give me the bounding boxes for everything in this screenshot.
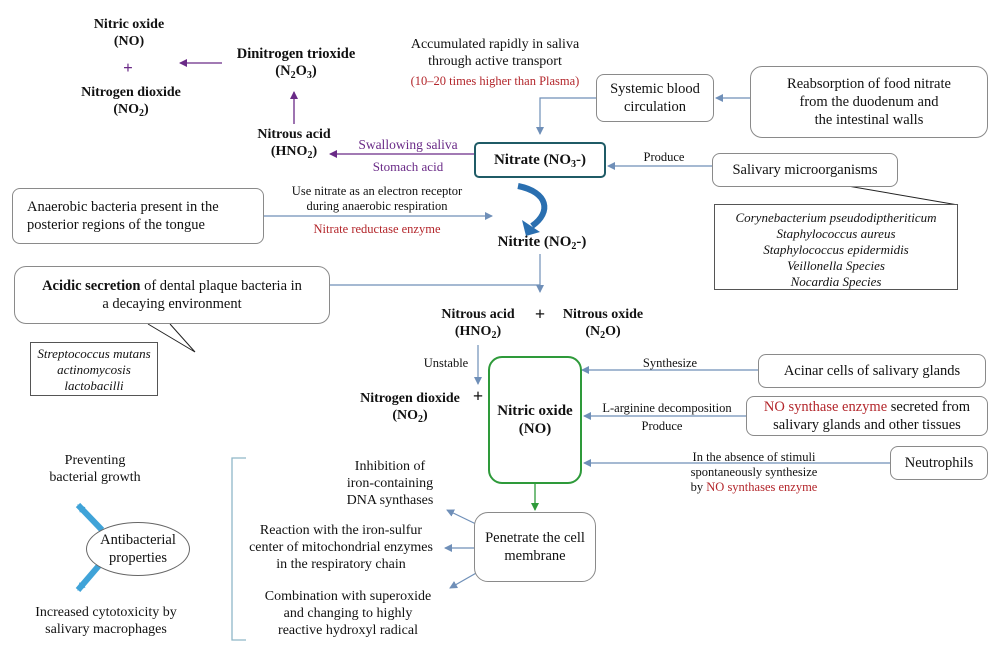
swallowing-saliva: Swallowing saliva [358,137,458,152]
acidic-secretion-box: Acidic secretion of dental plaque bacter… [14,266,330,324]
accumulated-note: (10–20 times higher than Plasma) [410,74,580,88]
l-arginine-label: L-arginine decomposition [602,401,732,415]
neutrophils-box: Neutrophils [890,446,988,480]
micro-callout-tail [841,184,959,206]
cyan-arrow-up [75,502,105,533]
nitrite-label: Nitrite (NO2-) [497,234,587,252]
curved-arrow-nitrate-to-nitrite [517,183,548,229]
species-item: Veillonella Species [787,258,885,273]
arrow-to-combination [449,571,479,589]
salivary-microorganisms-box: Salivary microorganisms [712,153,898,187]
effects-bracket [231,457,246,641]
species-item: Staphylococcus aureus [776,226,896,241]
synthesize-label: Synthesize [642,356,698,370]
unstable-label: Unstable [423,356,469,370]
species-item: Corynebacterium pseudodiptheriticum [735,210,937,225]
species-item: Staphylococcus epidermidis [763,242,909,257]
plaque-species-list: Streptococcus mutans actinomycosis lacto… [30,342,158,396]
plus-left: + [472,386,484,406]
acinar-cells-box: Acinar cells of salivary glands [758,354,986,388]
nitrate-box: Nitrate (NO3-) [474,142,606,178]
arrow-to-inhibition [446,509,479,526]
species-item: Nocardia Species [790,274,882,289]
plus-mid: + [534,304,546,324]
micro-species-list: Corynebacterium pseudodiptheriticum Stap… [714,204,958,290]
curved-arrowhead [522,220,540,236]
species-item: lactobacilli [64,378,124,393]
top-nitrogen-dioxide: Nitrogen dioxide(NO2) [81,85,181,119]
produce-label-top: Produce [643,150,685,164]
species-item: actinomycosis [57,362,131,377]
nitrous-acid-mid: Nitrous acid(HNO2) [441,307,515,341]
arrow-systemic-to-nitrate [536,97,596,135]
nitrous-acid-top: Nitrous acid(HNO2) [257,127,331,161]
nitrous-oxide: Nitrous oxide(N2O) [562,307,644,341]
dinitrogen-trioxide: Dinitrogen trioxide(N2O3) [236,46,356,81]
produce-label-mid: Produce [641,419,683,433]
nitrate-reductase: Nitrate reductase enzyme [313,222,441,236]
stomach-acid: Stomach acid [372,159,444,174]
nitrogen-dioxide-mid: Nitrogen dioxide(NO2) [360,391,460,425]
acidic-callout-tail [147,323,196,353]
top-nitric-oxide: Nitric oxide(NO) [93,17,165,49]
top-plus: + [123,58,133,77]
nitric-oxide-center-box: Nitric oxide(NO) [488,356,582,484]
species-item: Streptococcus mutans [37,346,151,361]
